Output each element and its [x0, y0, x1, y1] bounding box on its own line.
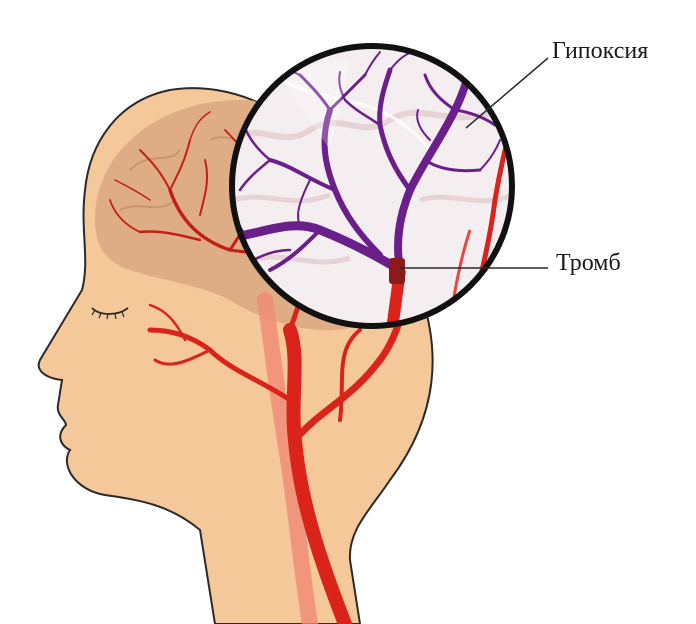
hypoxia-label: Гипоксия — [552, 38, 648, 65]
thrombus-label: Тромб — [556, 250, 621, 277]
magnifier-lens-icon — [230, 46, 512, 330]
thrombus-marker — [389, 258, 405, 284]
